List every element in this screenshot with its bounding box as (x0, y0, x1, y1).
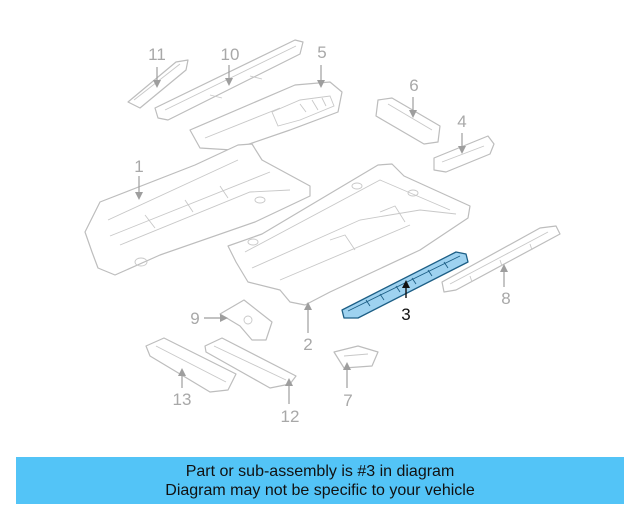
part-5 (189, 81, 343, 151)
callout-5: 5 (317, 43, 326, 62)
parts-diagram: 11 10 5 6 4 1 2 8 9 13 12 7 3 (84, 39, 561, 426)
callout-12: 12 (281, 407, 300, 426)
callout-11: 11 (148, 45, 166, 64)
callout-8: 8 (501, 289, 510, 308)
callout-2: 2 (303, 335, 312, 354)
callout-6: 6 (409, 76, 418, 95)
callout-10: 10 (221, 45, 240, 64)
part-8 (441, 225, 561, 293)
banner-line-2: Diagram may not be specific to your vehi… (165, 481, 475, 499)
part-2 (227, 163, 471, 306)
callout-9: 9 (190, 309, 199, 328)
part-4 (433, 135, 495, 173)
callout-7: 7 (343, 391, 352, 410)
part-1 (84, 143, 311, 276)
part-7 (333, 345, 379, 369)
banner-line-1: Part or sub-assembly is #3 in diagram (185, 462, 455, 480)
callout-1: 1 (134, 157, 143, 176)
part-13 (145, 337, 237, 393)
info-banner: Part or sub-assembly is #3 in diagram Di… (16, 457, 624, 504)
callout-4: 4 (457, 112, 466, 131)
part-6 (375, 97, 441, 145)
callout-3: 3 (401, 305, 410, 324)
callout-13: 13 (173, 390, 192, 409)
part-9 (219, 299, 273, 341)
